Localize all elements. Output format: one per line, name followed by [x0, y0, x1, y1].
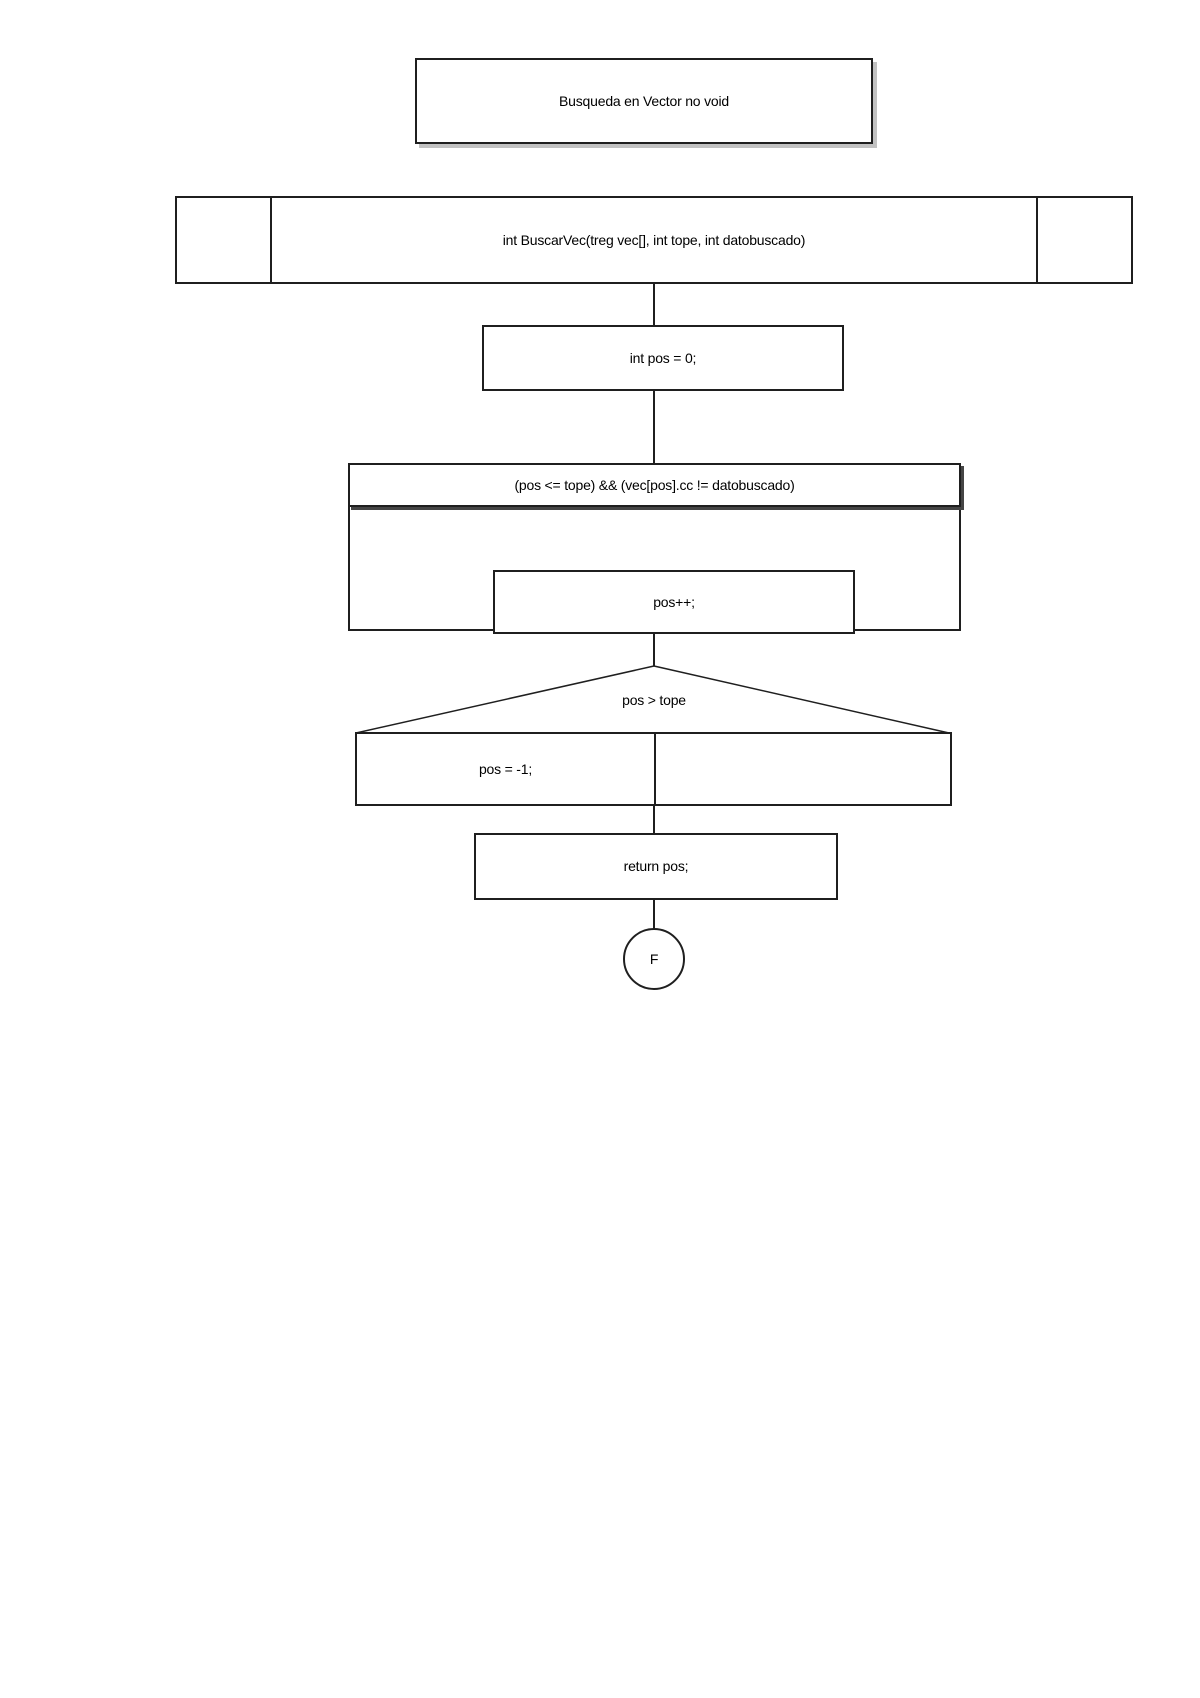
end-terminator-label: F: [649, 950, 659, 967]
function-header-right-divider: [1036, 198, 1038, 282]
init-statement-box: int pos = 0;: [482, 325, 844, 391]
init-statement-text: int pos = 0;: [629, 349, 697, 366]
while-condition-text: (pos <= tope) && (vec[pos].cc != datobus…: [514, 476, 795, 493]
decision-triangle-right-edge: [653, 665, 950, 734]
decision-triangle-left-edge: [355, 665, 655, 734]
function-signature-text: int BuscarVec(treg vec[], int tope, int …: [502, 231, 806, 248]
loop-increment-box: pos++;: [493, 570, 855, 634]
if-true-statement-text: pos = -1;: [478, 760, 533, 777]
title-text: Busqueda en Vector no void: [559, 92, 729, 109]
if-branch-divider: [654, 734, 656, 804]
while-condition-bar: (pos <= tope) && (vec[pos].cc != datobus…: [348, 463, 961, 507]
function-header-box: int BuscarVec(treg vec[], int tope, int …: [175, 196, 1133, 284]
if-branch-box: pos = -1;: [355, 732, 952, 806]
loop-increment-text: pos++;: [653, 593, 695, 610]
end-terminator: F: [623, 928, 685, 990]
if-false-cell: [656, 734, 950, 804]
if-true-cell: pos = -1;: [357, 734, 654, 804]
title-box: Busqueda en Vector no void: [415, 58, 873, 144]
return-statement-box: return pos;: [474, 833, 838, 900]
function-header-left-divider: [270, 198, 272, 282]
while-loop-body-box: pos++;: [348, 505, 961, 634]
decision-condition-label: pos > tope: [622, 692, 686, 708]
return-statement-text: return pos;: [623, 858, 689, 875]
